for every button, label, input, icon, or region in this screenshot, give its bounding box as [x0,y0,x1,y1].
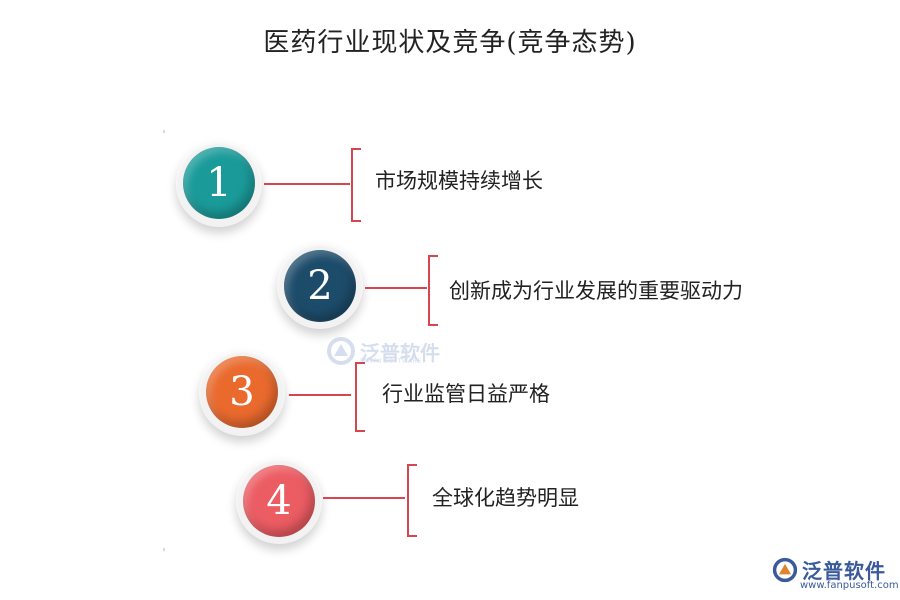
watermark: 泛普软件 FANPU SOFTWARE [326,336,440,366]
bracket [407,464,417,537]
list-item: 4 全球化趋势明显 [0,0,900,544]
bracket [355,362,365,432]
bracket [428,255,438,326]
item-label: 行业监管日益严格 [382,382,550,406]
list-item: 1 市场规模持续增长 [0,0,900,227]
item-label: 创新成为行业发展的重要驱动力 [449,279,743,303]
number-badge: 1 [183,147,255,219]
number-badge: 3 [206,356,278,428]
brand-name: 泛普软件 [802,559,886,583]
number-badge: 2 [284,250,356,322]
divider-tick [163,130,165,133]
fanpu-logo-icon [327,337,355,365]
item-label: 市场规模持续增长 [375,169,543,193]
number-text: 3 [229,369,255,415]
connector-line [365,287,427,289]
fanpu-logo-icon [772,557,798,582]
number-badge: 4 [243,465,315,537]
brand-logo: 泛普软件 [772,555,886,584]
item-label: 全球化趋势明显 [432,486,579,510]
number-text: 1 [206,160,232,206]
connector-line [289,394,351,396]
watermark-name: 泛普软件 [360,340,440,365]
list-item: 2 创新成为行业发展的重要驱动力 [0,0,900,329]
divider-tick [163,548,165,551]
brand-url: www.fanpusoft.com [800,580,899,591]
list-item: 3 行业监管日益严格 [0,0,900,436]
connector-line [323,497,405,499]
watermark-sub: FANPU SOFTWARE [360,358,422,365]
bracket [351,148,361,222]
number-text: 2 [307,263,333,309]
page-title: 医药行业现状及竞争(竞争态势) [263,28,637,58]
connector-line [264,183,350,185]
number-text: 4 [266,478,292,524]
